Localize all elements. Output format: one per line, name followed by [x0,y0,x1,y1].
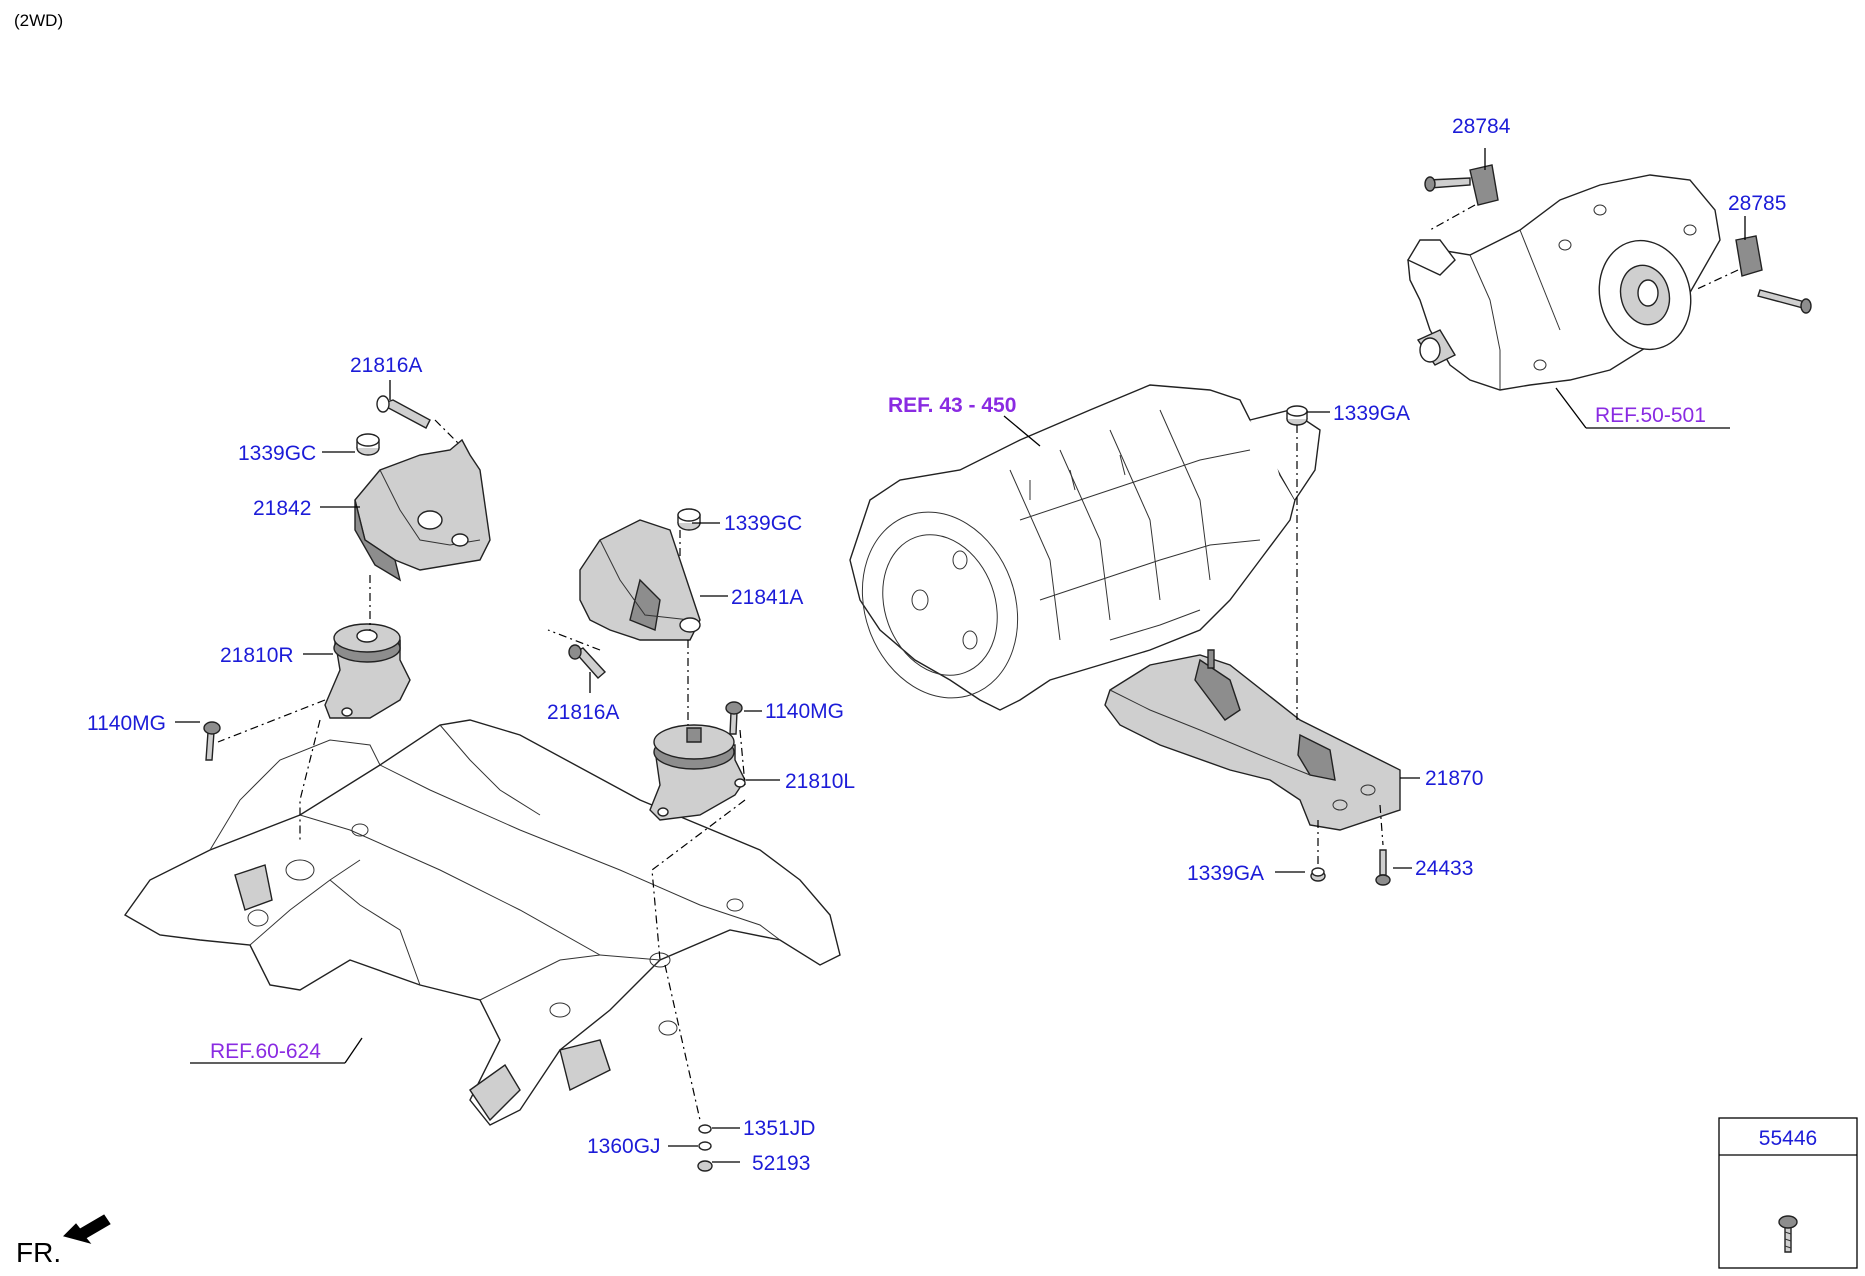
nut-1339GC-left [356,433,380,456]
ref-differential[interactable]: REF.50-501 [1595,404,1706,427]
callout-21810L[interactable]: 21810L [785,770,855,793]
callout-21810R[interactable]: 21810R [220,644,294,667]
callout-1351JD[interactable]: 1351JD [743,1117,815,1140]
ref-transmission[interactable]: REF. 43 - 450 [888,394,1016,417]
callout-21841A[interactable]: 21841A [731,586,803,609]
callout-21816A-top[interactable]: 21816A [350,354,422,377]
callout-1140MG-mid[interactable]: 1140MG [765,700,844,723]
callout-28784[interactable]: 28784 [1452,115,1511,138]
transmission-drawing [849,384,1321,711]
left-engine-mount-bracket-drawing [579,519,701,641]
front-subframe-drawing [123,719,841,1126]
nut-1339GA-bottom [1310,867,1326,882]
callout-21842[interactable]: 21842 [253,497,311,520]
washer-stack-drawing [697,1124,713,1172]
callout-1360GJ[interactable]: 1360GJ [587,1135,661,1158]
nut-1339GA-top [1286,405,1308,426]
callout-52193[interactable]: 52193 [752,1152,810,1175]
rear-differential-drawing [1407,174,1721,391]
callout-28785[interactable]: 28785 [1728,192,1786,215]
inset-part-number[interactable]: 55446 [1759,1127,1817,1150]
leader-lines [175,148,1746,1163]
bolt-24433 [1375,849,1391,886]
callout-21816A-mid[interactable]: 21816A [547,701,619,724]
bolt-1140MG-mid [725,701,743,735]
callout-1339GA-top[interactable]: 1339GA [1333,402,1410,425]
bolt-21816A-top [376,395,431,429]
callout-24433[interactable]: 24433 [1415,857,1473,880]
callout-1339GC-left[interactable]: 1339GC [238,442,316,465]
callout-1339GC-mid[interactable]: 1339GC [724,512,802,535]
front-direction-arrow-icon [63,1214,111,1244]
right-engine-mount-insulator-drawing [324,623,411,719]
nut-1339GC-mid [677,508,701,531]
left-engine-mount-insulator-drawing [649,724,746,821]
callout-1339GA-bottom[interactable]: 1339GA [1187,862,1264,885]
variant-label: (2WD) [14,11,63,30]
ref-subframe[interactable]: REF.60-624 [210,1040,321,1063]
bolt-icon [1778,1215,1798,1253]
bolt-21816A-mid [568,644,607,679]
bracket-28785 [1735,235,1812,314]
bracket-28784 [1424,164,1499,206]
bolt-1140MG-left [203,721,221,761]
front-direction-label: FR. [16,1237,61,1268]
transmission-crossmember-drawing [1104,649,1401,831]
assembly-dash-lines [217,204,1739,1121]
callout-1140MG-left[interactable]: 1140MG [87,712,166,735]
callout-21870[interactable]: 21870 [1425,767,1483,790]
right-engine-mount-bracket-drawing [354,438,491,582]
